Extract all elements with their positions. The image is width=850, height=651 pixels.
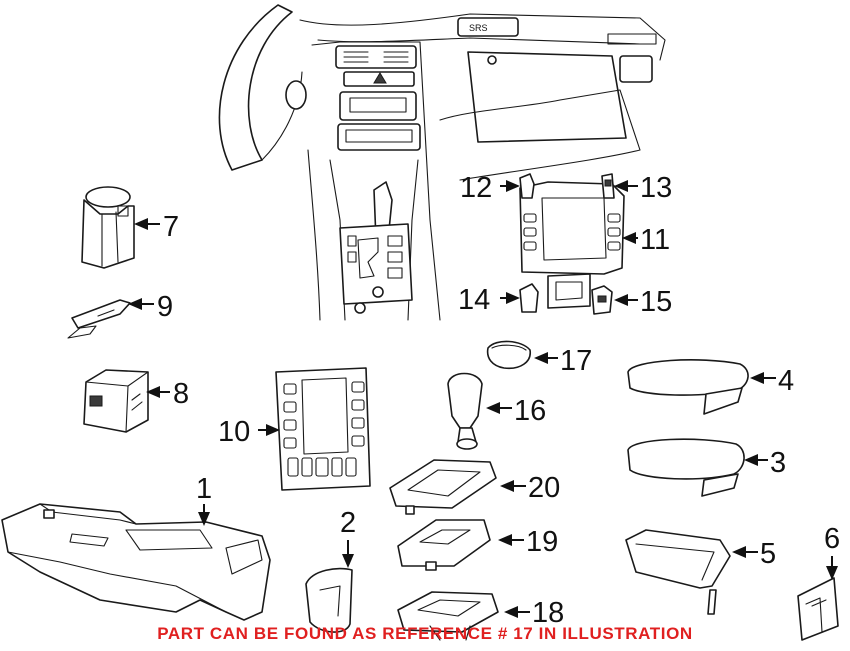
srs-plate: [457, 17, 519, 37]
svg-text:5: 5: [760, 538, 776, 570]
svg-text:17: 17: [560, 345, 592, 377]
callout-20: 20: [500, 472, 560, 504]
callout-7: 7: [134, 211, 179, 243]
part-3-armrest-lid: [627, 438, 745, 497]
part-13-switch: [601, 173, 615, 199]
part-5-storage-tray: [625, 529, 731, 615]
callout-13: 13: [614, 172, 672, 204]
callout-6: 6: [824, 523, 840, 580]
part-9-trim-strip: [67, 299, 131, 339]
svg-text:3: 3: [770, 447, 786, 479]
part-4-armrest-lid: [627, 359, 749, 415]
part-6-side-bracket: [797, 577, 839, 641]
svg-text:4: 4: [778, 365, 794, 397]
part-16-shift-knob: [447, 372, 483, 450]
svg-text:18: 18: [532, 597, 564, 629]
svg-text:12: 12: [460, 172, 492, 204]
svg-text:15: 15: [640, 286, 672, 318]
callout-15: 15: [614, 286, 672, 318]
callout-19: 19: [498, 526, 558, 558]
dashboard-overview: SRS: [218, 4, 666, 321]
callout-11: 11: [622, 224, 670, 256]
part-14-switch: [519, 283, 539, 313]
part-20-trim-frame: [389, 459, 497, 515]
svg-text:20: 20: [528, 472, 560, 504]
part-10-shift-trim-panel: [275, 367, 371, 491]
srs-label: SRS: [469, 23, 488, 33]
svg-text:16: 16: [514, 395, 546, 427]
callout-12: 12: [460, 172, 520, 204]
svg-text:2: 2: [340, 507, 356, 539]
svg-text:14: 14: [458, 284, 490, 316]
part-17-shift-knob-cap: [486, 340, 531, 370]
callout-18: 18: [504, 597, 564, 629]
part-15-switch: [591, 285, 613, 315]
part-2-side-panel: [305, 567, 353, 633]
svg-text:6: 6: [824, 523, 840, 555]
part-18-mounting-bracket: [397, 591, 499, 641]
callout-5: 5: [732, 538, 776, 570]
svg-text:13: 13: [640, 172, 672, 204]
svg-text:9: 9: [157, 291, 173, 323]
svg-text:7: 7: [163, 211, 179, 243]
callout-4: 4: [750, 365, 794, 397]
part-1-center-console: [1, 503, 271, 621]
callout-16: 16: [486, 395, 546, 427]
callout-8: 8: [146, 378, 189, 410]
reference-notice: PART CAN BE FOUND AS REFERENCE # 17 IN I…: [157, 624, 693, 643]
part-11-switch-panel: [519, 181, 625, 309]
svg-text:1: 1: [196, 473, 212, 505]
callout-10: 10: [218, 416, 280, 448]
callout-14: 14: [458, 284, 520, 316]
svg-text:10: 10: [218, 416, 250, 448]
svg-text:11: 11: [640, 224, 670, 256]
callout-3: 3: [744, 447, 786, 479]
svg-text:19: 19: [526, 526, 558, 558]
callout-1: 1: [196, 473, 212, 526]
part-8-control-module: [83, 369, 149, 433]
callout-9: 9: [128, 291, 173, 323]
part-12-switch: [519, 173, 535, 199]
callout-17: 17: [534, 345, 592, 377]
callout-2: 2: [340, 507, 356, 568]
svg-text:8: 8: [173, 378, 189, 410]
part-19-trim-insert: [397, 519, 491, 571]
part-7-cup-holder: [81, 186, 135, 269]
